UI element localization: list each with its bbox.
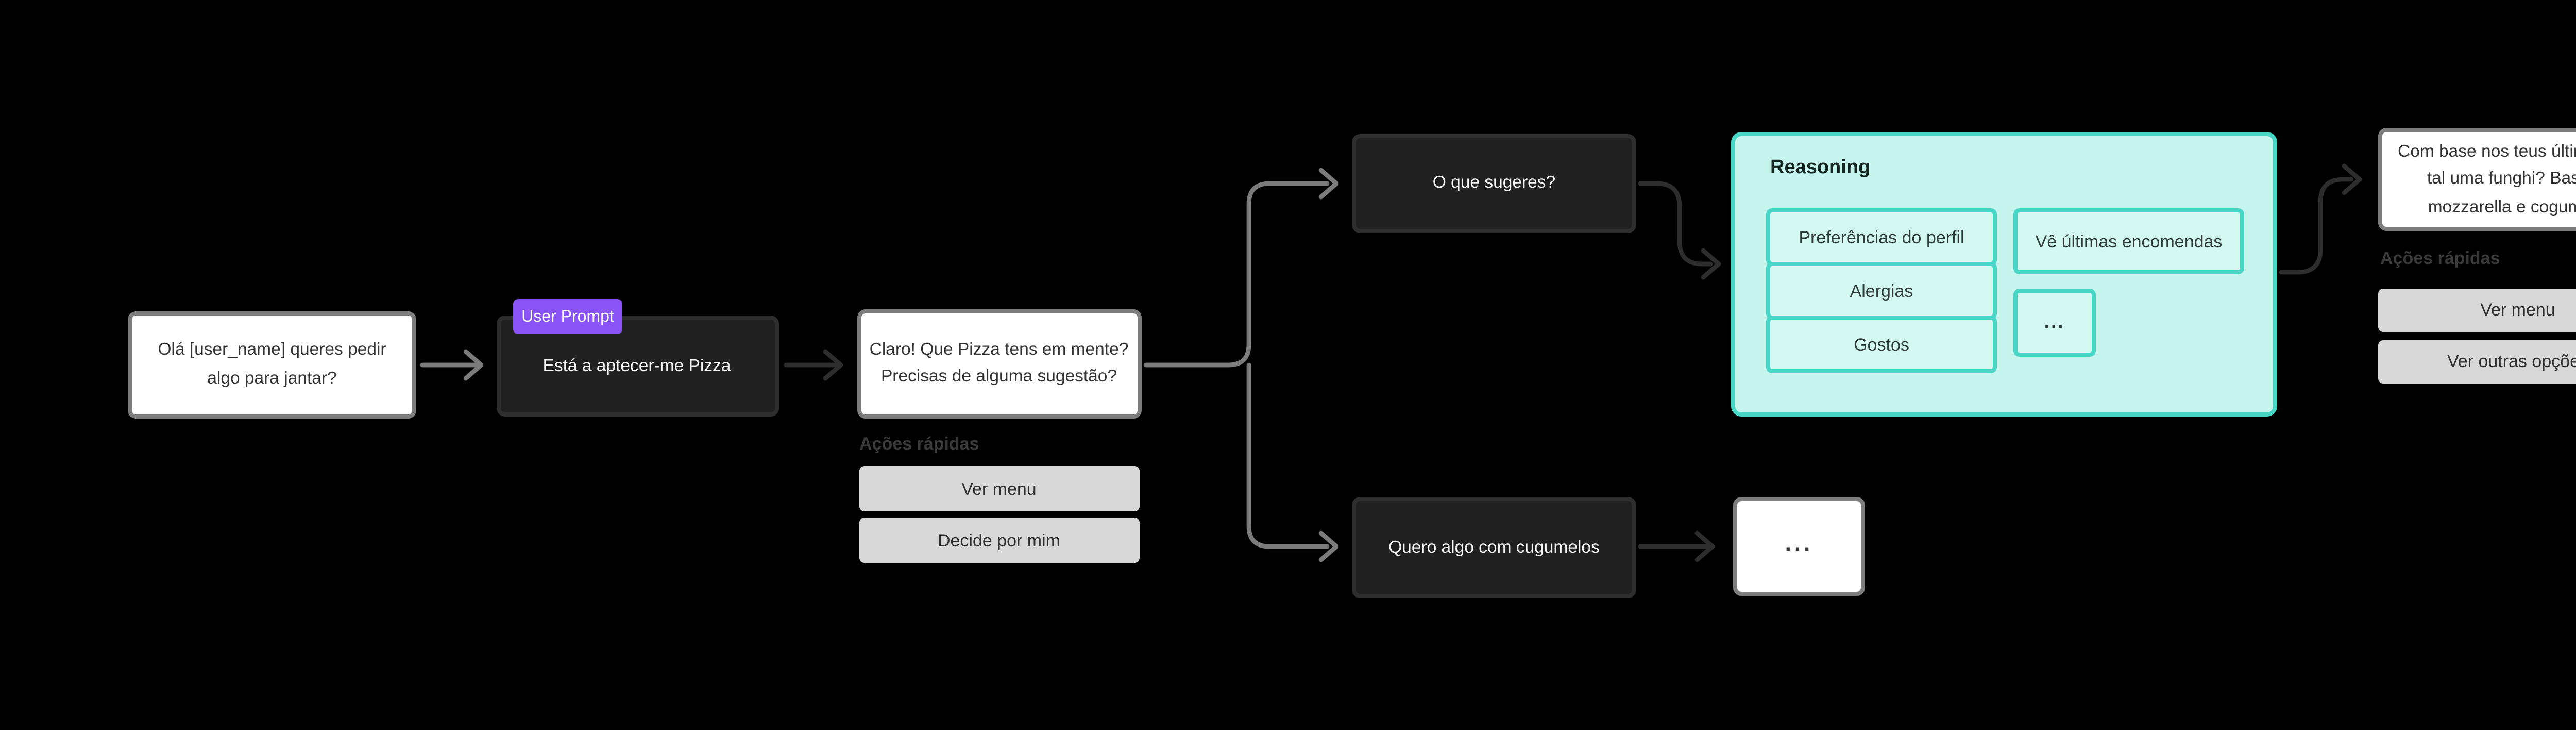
quick-actions-left-label: Ações rápidas [859, 433, 979, 454]
connector-clarify-to-mushroom [1246, 362, 1330, 549]
quick-actions-right-label: Ações rápidas [2380, 247, 2500, 268]
reasoning-title: Reasoning [1770, 156, 1871, 179]
node-greeting-text: Olá [user_name] queres pedir algo para j… [158, 339, 386, 387]
arrowhead-icon [1318, 530, 1339, 562]
node-user-prompt[interactable]: Está a aptecer-me Pizza [496, 316, 778, 416]
user-prompt-badge: User Prompt [513, 299, 622, 333]
ver-menu-button[interactable]: Ver menu [2377, 288, 2576, 331]
reasoning-item-last-orders[interactable]: Vê últimas encomendas [2013, 208, 2244, 275]
node-placeholder[interactable]: ... [1733, 496, 1865, 596]
node-funghi-suggestion-text: Com base nos teus últimos pedidos que ta… [2398, 141, 2576, 215]
decide-por-mim-button[interactable]: Decide por mim [859, 518, 1139, 562]
arrowhead-icon [1694, 530, 1715, 562]
node-user-prompt-text: Está a aptecer-me Pizza [543, 354, 731, 375]
arrowhead-icon [1318, 168, 1339, 200]
node-clarify[interactable]: Claro! Que Pizza tens em mente? Precisas… [856, 309, 1142, 418]
reasoning-item-allergies[interactable]: Alergias [1766, 261, 1997, 319]
connector-suggest-to-reasoning [1638, 181, 1713, 267]
arrowhead-icon [823, 349, 843, 381]
arrowhead-icon [1701, 248, 1721, 280]
node-mushroom-request[interactable]: Quero algo com cugumelos [1352, 496, 1636, 598]
node-clarify-text: Claro! Que Pizza tens em mente? Precisas… [869, 338, 1129, 386]
connector-reasoning-to-final [2279, 177, 2354, 275]
arrowhead-icon [463, 349, 484, 381]
arrowhead-icon [2342, 163, 2362, 195]
reasoning-item-tastes[interactable]: Gostos [1766, 315, 1997, 373]
reasoning-item-ellipsis[interactable]: ... [2013, 288, 2096, 356]
node-mushroom-request-text: Quero algo com cugumelos [1388, 535, 1600, 556]
ver-menu-button[interactable]: Ver menu [859, 466, 1139, 510]
ver-outras-opcoes-button[interactable]: Ver outras opções [2377, 339, 2576, 383]
node-greeting[interactable]: Olá [user_name] queres pedir algo para j… [128, 310, 416, 418]
node-funghi-suggestion[interactable]: Com base nos teus últimos pedidos que ta… [2377, 127, 2576, 231]
node-suggest-question[interactable]: O que sugeres? [1352, 133, 1636, 233]
node-suggest-question-text: O que sugeres? [1432, 171, 1556, 192]
reasoning-panel[interactable]: Reasoning Preferências do perfil Alergia… [1731, 131, 2277, 416]
reasoning-item-preferences[interactable]: Preferências do perfil [1766, 208, 1997, 266]
connector-clarify-to-suggest [1143, 181, 1330, 368]
node-placeholder-text: ... [1785, 533, 1814, 558]
